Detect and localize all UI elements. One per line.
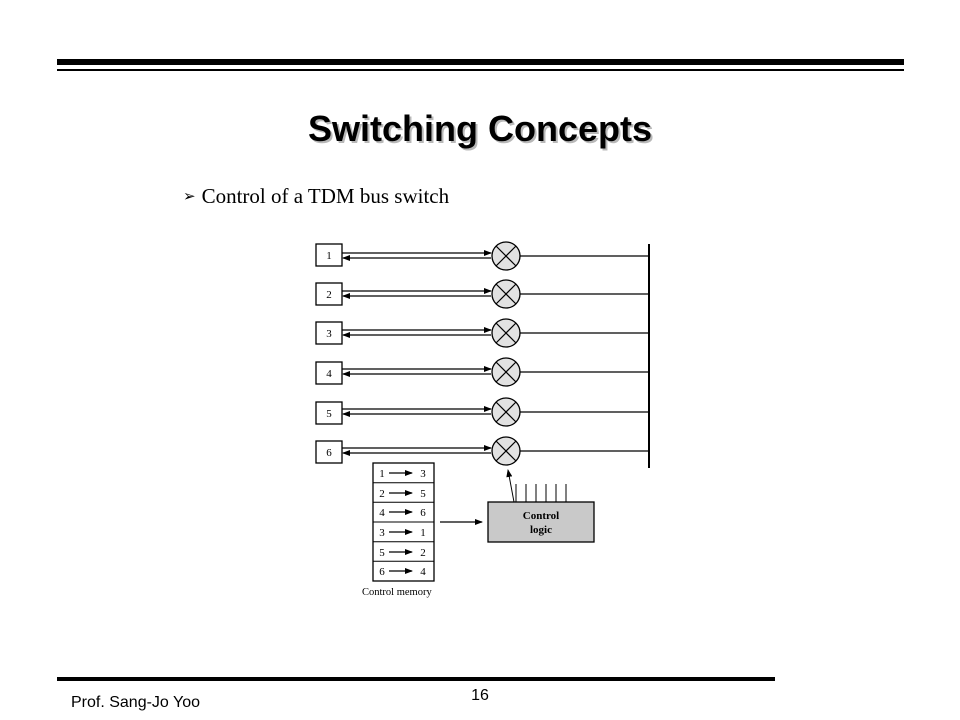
control-memory-table: 1 3 2 5 4 6 3 1 5 2 6 4: [372, 462, 435, 582]
svg-text:3: 3: [420, 468, 426, 480]
control-memory-entry: 2 5: [379, 488, 426, 500]
svg-text:2: 2: [379, 488, 385, 500]
control-logic-box: Control logic: [487, 501, 595, 543]
svg-text:5: 5: [379, 547, 385, 559]
svg-text:6: 6: [379, 566, 385, 578]
station-label: 2: [326, 289, 332, 301]
control-memory-entry: 4 6: [379, 507, 426, 519]
top-rule-thin: [57, 69, 904, 71]
svg-text:Control: Control: [523, 510, 559, 522]
station-row: 3: [315, 318, 649, 348]
control-lines: [506, 469, 567, 503]
svg-text:logic: logic: [530, 524, 552, 536]
svg-text:5: 5: [420, 488, 426, 500]
station-label: 5: [326, 408, 332, 420]
svg-text:2: 2: [420, 547, 426, 559]
control-memory-entry: 6 4: [379, 566, 426, 578]
footer-author: Prof. Sang-Jo Yoo: [71, 694, 200, 711]
bullet-item: ➢ Control of a TDM bus switch: [183, 184, 449, 209]
top-rule-thick: [57, 59, 904, 65]
station-row: 1: [315, 241, 649, 271]
station-rows: 1 2 3: [315, 241, 649, 466]
control-memory-entry: 3 1: [379, 527, 426, 539]
control-memory-caption: Control memory: [362, 587, 432, 598]
station-label: 4: [326, 368, 332, 380]
svg-text:4: 4: [420, 566, 426, 578]
svg-text:1: 1: [420, 527, 426, 539]
tdm-bus-switch-diagram: 1 2 3: [315, 241, 650, 598]
control-memory-entry: 1 3: [379, 468, 426, 480]
control-memory-entry: 5 2: [379, 547, 426, 559]
svg-text:4: 4: [379, 507, 385, 519]
station-label: 6: [326, 447, 332, 459]
slide-title: Switching Concepts: [307, 108, 653, 149]
arrowhead-bullet-icon: ➢: [183, 187, 196, 205]
station-label: 1: [326, 250, 332, 262]
bullet-text: Control of a TDM bus switch: [201, 184, 450, 208]
station-row: 5: [315, 397, 649, 427]
svg-text:6: 6: [420, 507, 426, 519]
station-label: 3: [326, 328, 332, 340]
svg-text:1: 1: [379, 468, 385, 480]
station-row: 4: [315, 357, 649, 387]
svg-text:3: 3: [379, 527, 385, 539]
page-number: 16: [471, 687, 489, 704]
bottom-rule: [57, 677, 775, 681]
station-row: 6: [315, 436, 649, 466]
station-row: 2: [315, 279, 649, 309]
